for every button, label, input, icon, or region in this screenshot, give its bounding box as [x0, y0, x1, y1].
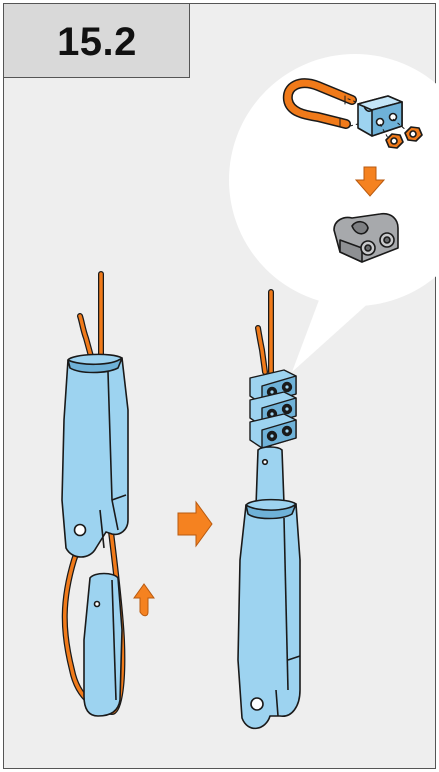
wedge-clamp-icon [238, 500, 300, 729]
right-arrow-icon [178, 502, 212, 546]
thimble-icon [256, 447, 284, 506]
stacked-clamps-icon [250, 370, 296, 448]
thimble-icon [84, 574, 122, 717]
curved-up-arrow-icon [134, 584, 154, 616]
wedge-clamp-icon [62, 354, 128, 557]
detail-callout [229, 54, 439, 372]
